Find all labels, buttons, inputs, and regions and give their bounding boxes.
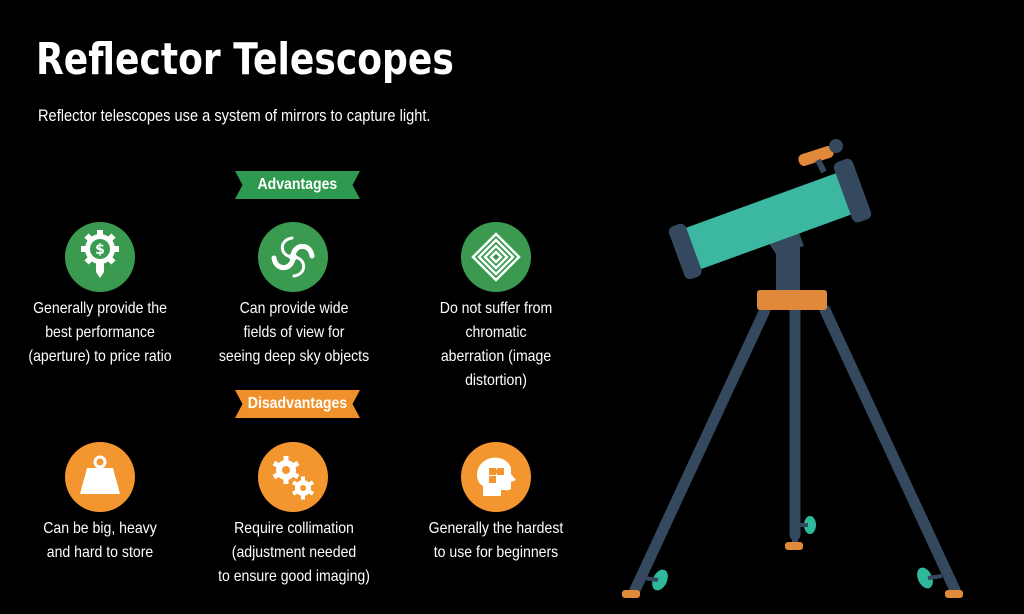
advantage-1-text: Generally provide the best performance (…: [28, 300, 172, 365]
gears-icon: [258, 442, 328, 512]
galaxy-icon: [258, 222, 328, 292]
advantage-3-text: Do not suffer from chromatic aberration …: [439, 300, 553, 389]
disadvantage-2-text: Require collimation (adjustment needed t…: [218, 520, 370, 585]
page-subtitle: Reflector telescopes use a system of mir…: [38, 106, 431, 125]
telescope-illustration: [622, 139, 963, 598]
disadvantages-banner: Disadvantages: [235, 390, 360, 418]
tripod-feet: [622, 516, 963, 598]
disadvantage-3-text: Generally the hardest to use for beginne…: [428, 520, 564, 561]
disadvantages-label: Disadvantages: [247, 395, 348, 412]
telescope-tube: [668, 158, 872, 280]
concentric-diamond-icon: [461, 222, 531, 292]
page-title: Reflector Telescopes: [36, 34, 454, 85]
tripod-head: [757, 290, 827, 310]
advantages-label: Advantages: [257, 176, 338, 193]
tripod: [629, 304, 961, 596]
advantages-banner: Advantages: [235, 171, 360, 199]
head-puzzle-icon: [461, 442, 531, 512]
svg-text:$: $: [95, 242, 105, 258]
weight-icon: [65, 442, 135, 512]
dollar-gear-icon: $: [65, 222, 135, 292]
finder-scope: [798, 139, 843, 174]
disadvantage-1-text: Can be big, heavy and hard to store: [43, 520, 157, 561]
advantage-2-text: Can provide wide fields of view for seei…: [218, 300, 370, 365]
